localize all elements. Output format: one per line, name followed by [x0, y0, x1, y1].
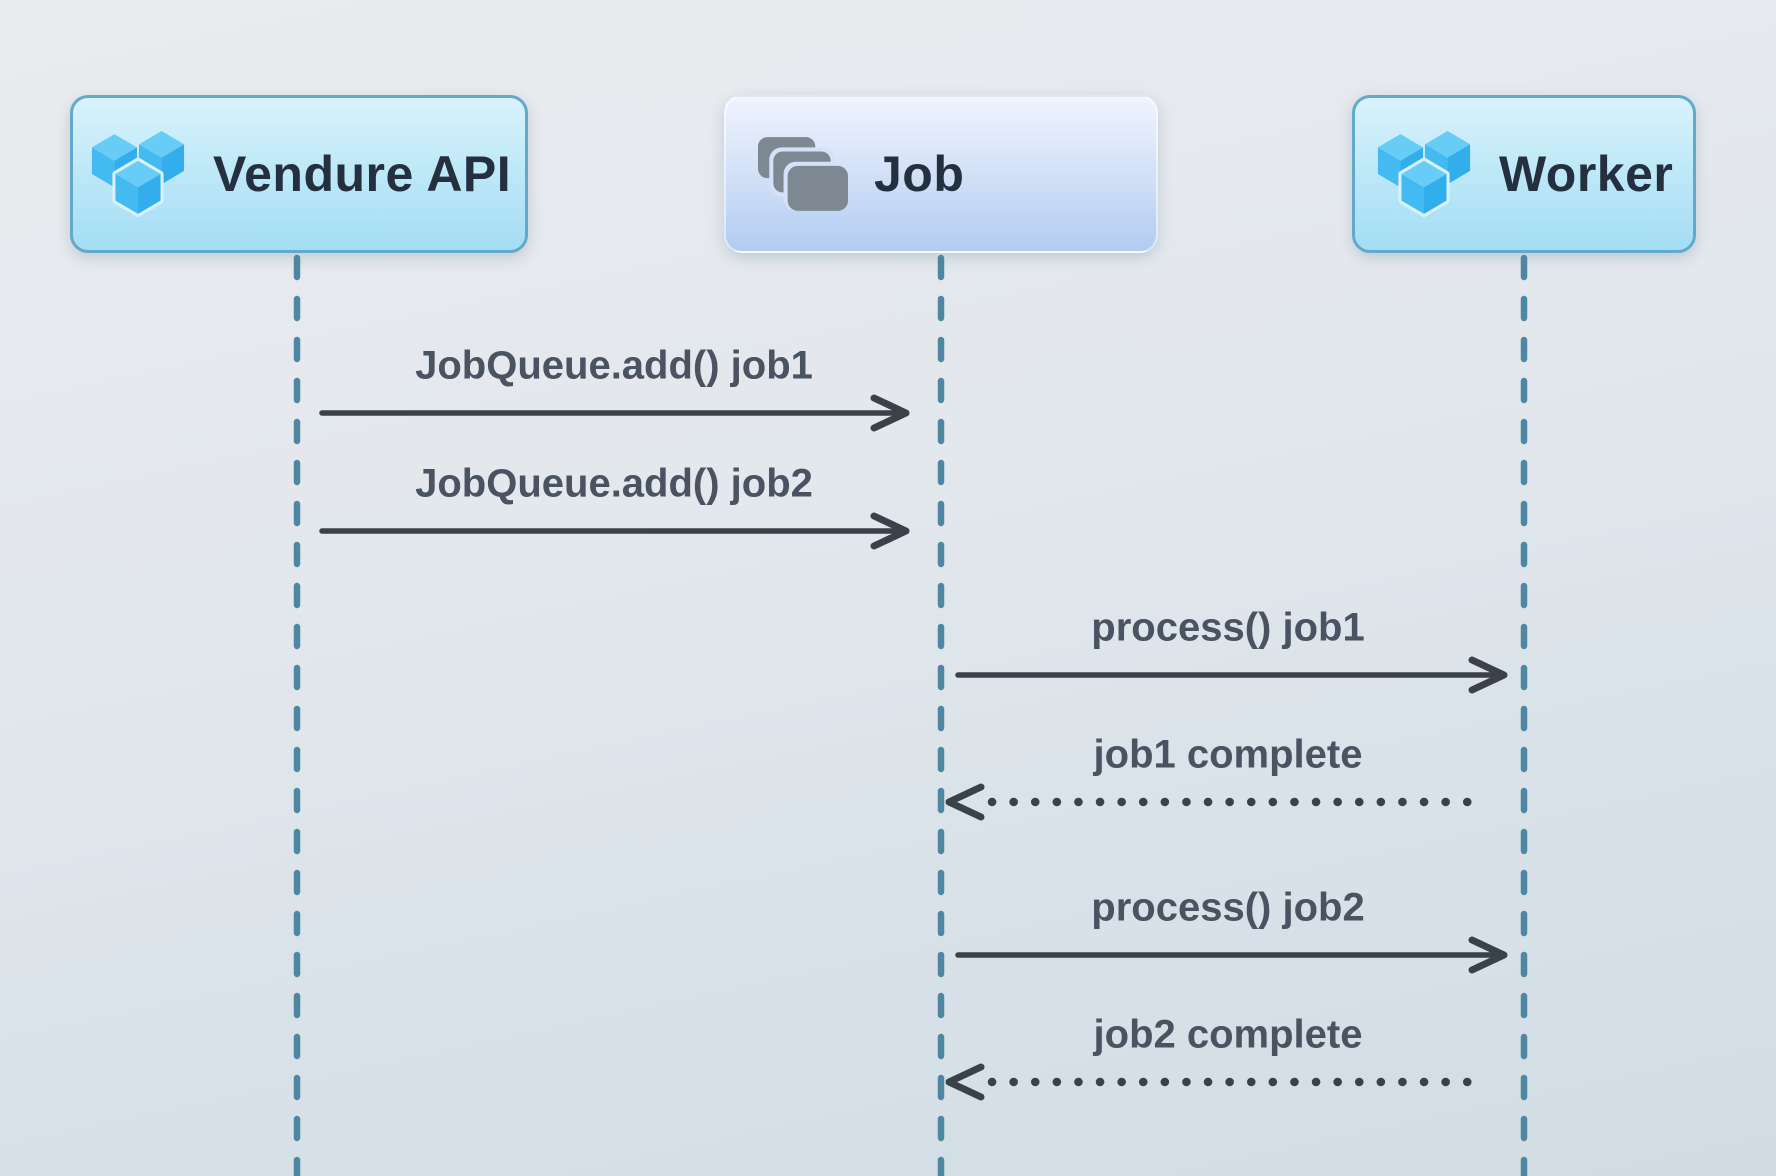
participant-vendure-api: Vendure API: [70, 95, 528, 253]
vendure-logo-icon: [91, 131, 185, 217]
arrow-job2-complete: [945, 1063, 1491, 1101]
arrow-jobqueue-add-job2: [319, 512, 910, 550]
arrow-process-job2: [955, 936, 1508, 974]
participant-label-worker: Worker: [1499, 146, 1674, 202]
message-label-jobqueue-add-job2: JobQueue.add() job2: [415, 461, 813, 506]
message-label-job1-complete: job1 complete: [1093, 732, 1363, 777]
arrowhead-right-icon: [1468, 656, 1508, 694]
vendure-logo-icon: [1377, 131, 1471, 217]
message-label-jobqueue-add-job1: JobQueue.add() job1: [415, 343, 813, 388]
message-label-process-job1: process() job1: [1091, 605, 1365, 650]
arrowhead-left-icon: [945, 1063, 985, 1101]
message-label-process-job2: process() job2: [1091, 885, 1365, 930]
message-label-job2-complete: job2 complete: [1093, 1012, 1363, 1057]
arrowhead-left-icon: [945, 783, 985, 821]
arrowhead-right-icon: [1468, 936, 1508, 974]
participant-label-vendure-api: Vendure API: [213, 146, 512, 202]
participant-job: Job: [724, 95, 1158, 253]
arrowhead-right-icon: [870, 512, 910, 550]
job-stack-icon: [758, 137, 848, 211]
arrow-job1-complete: [945, 783, 1491, 821]
arrowhead-right-icon: [870, 394, 910, 432]
arrow-jobqueue-add-job1: [319, 394, 910, 432]
arrow-process-job1: [955, 656, 1508, 694]
participant-label-job: Job: [874, 146, 965, 202]
participant-worker: Worker: [1352, 95, 1696, 253]
